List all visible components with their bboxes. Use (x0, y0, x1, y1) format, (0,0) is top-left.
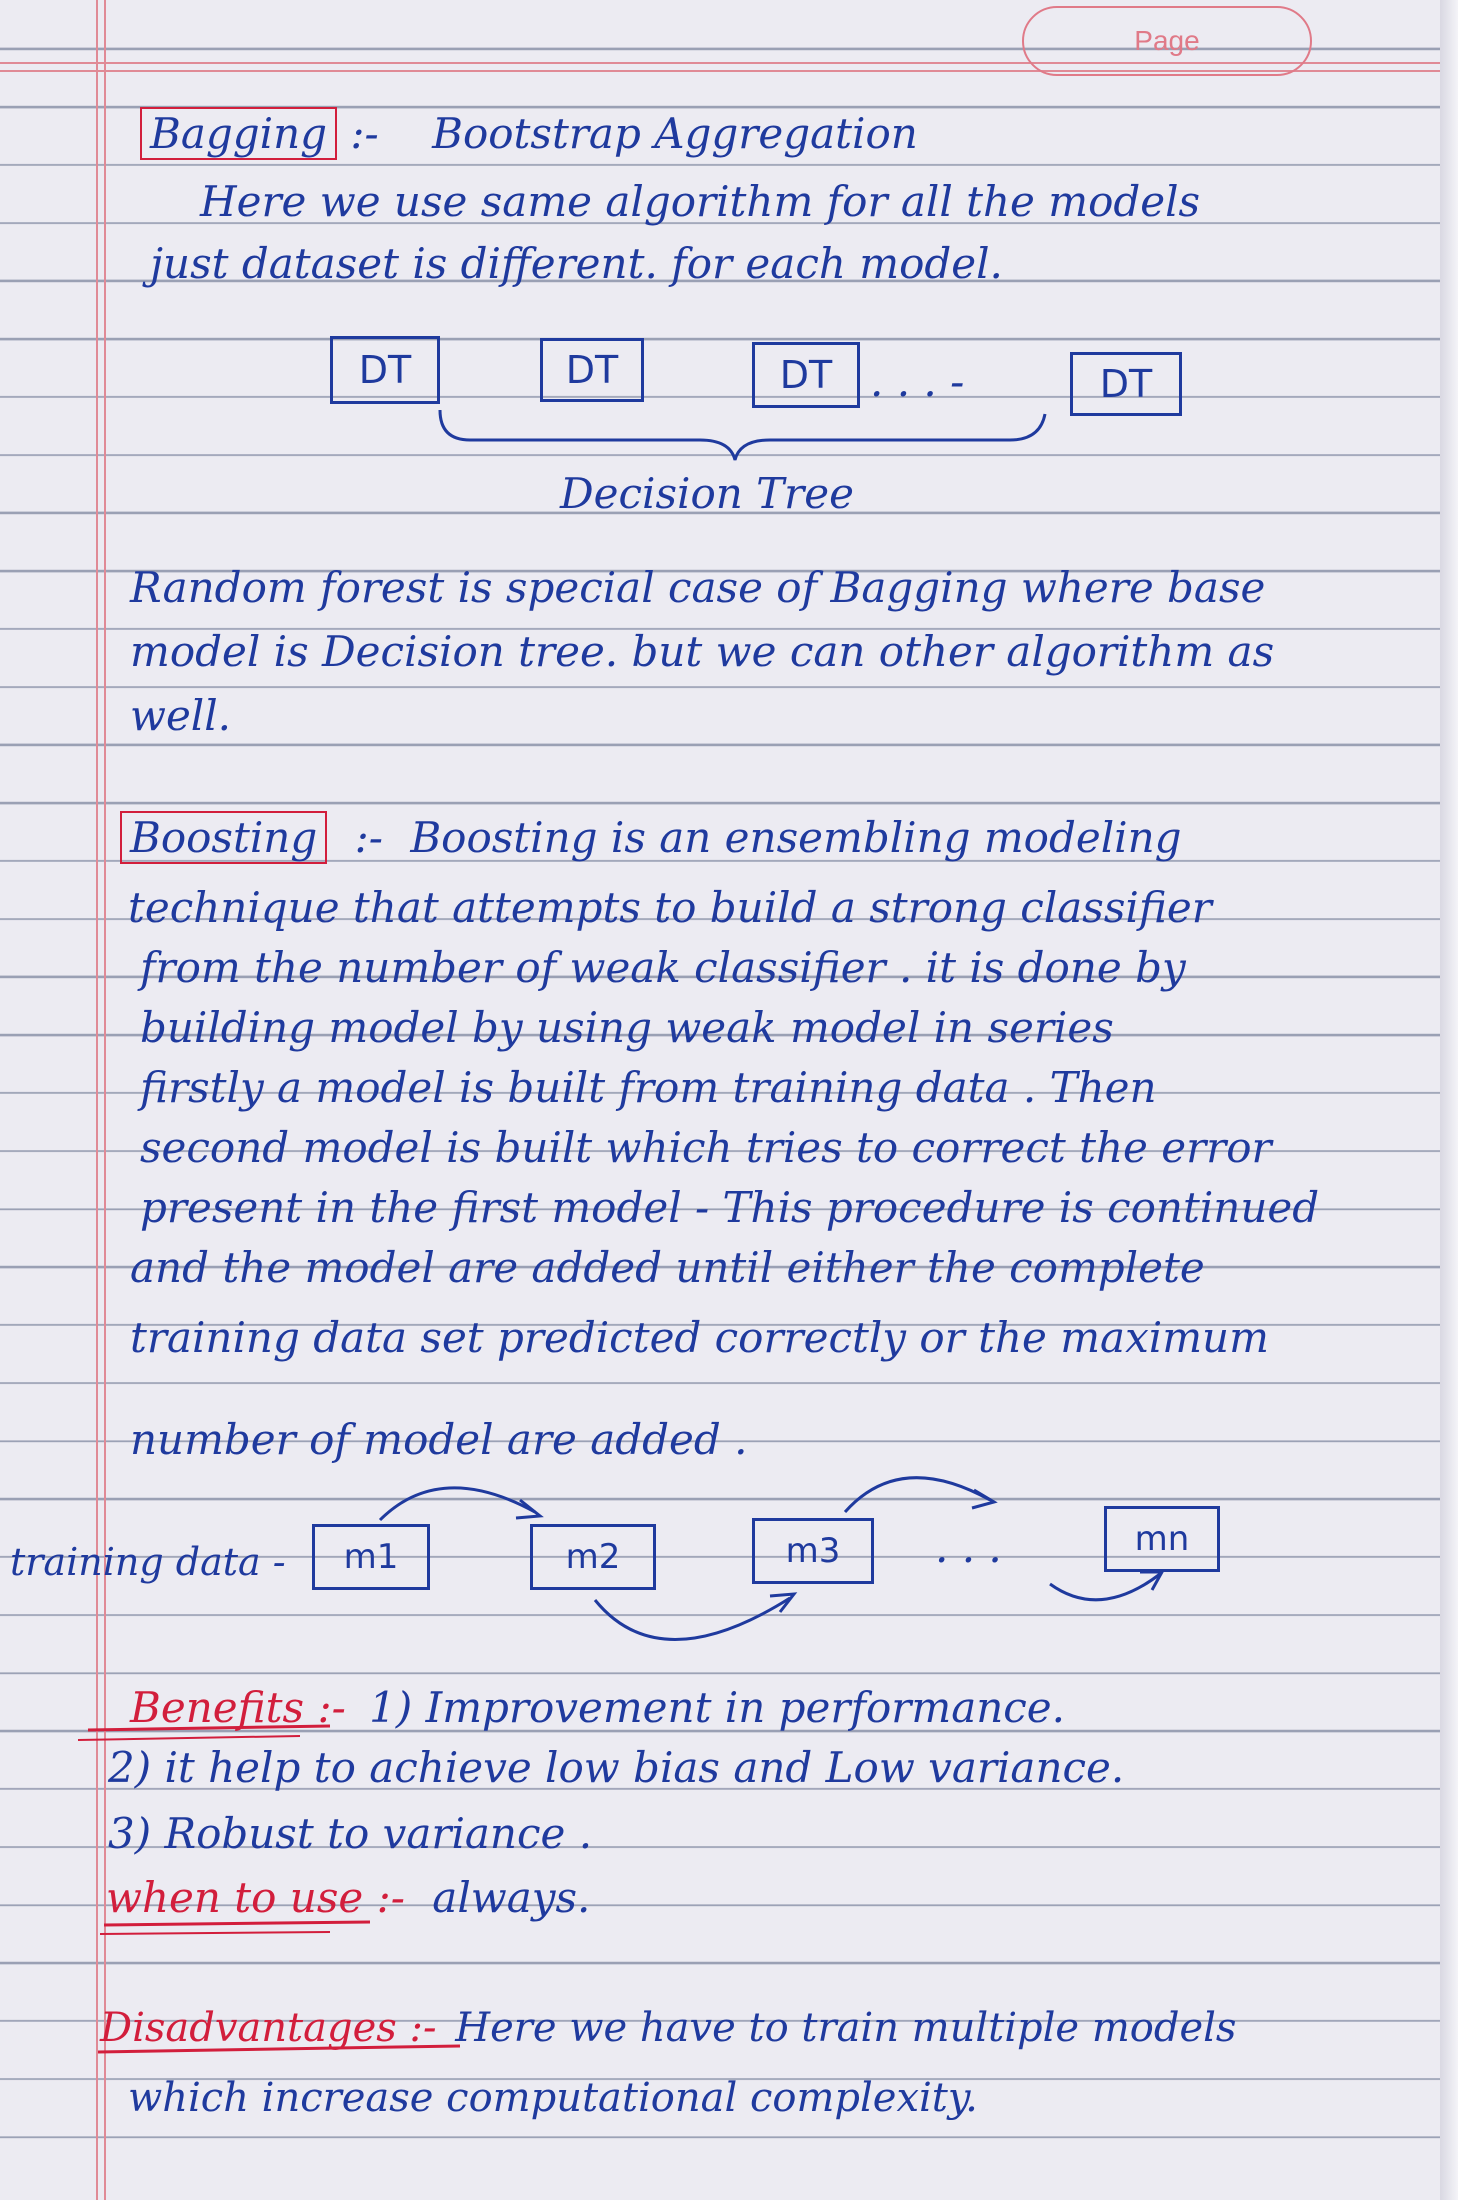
bagging-sep: :- (350, 109, 379, 158)
arrow-m3-up (843, 1476, 991, 1513)
when-to-use-line: when to use :- always. (106, 1870, 590, 1926)
boosting-line-2: from the number of weak classifier . it … (140, 943, 1186, 992)
bagging-line-2: just dataset is different. for each mode… (150, 239, 1003, 288)
model-box-m3: m3 (752, 1518, 874, 1584)
margin-line (104, 0, 106, 2200)
dt-dots: . . . - (870, 357, 965, 406)
benefits-heading: Benefits (130, 1683, 305, 1732)
when-underline (103, 1920, 371, 1927)
disadvantages-sep: :- (409, 2005, 437, 2051)
boosting-line-6: present in the first model - This proced… (140, 1183, 1320, 1232)
rf-line-3: well. (130, 691, 232, 740)
when-underline-2 (99, 1931, 331, 1935)
boosting-line-3: building model by using weak model in se… (140, 1003, 1114, 1052)
arrowhead-m3-up (971, 1488, 998, 1510)
when-to-use-heading: when to use (106, 1873, 364, 1922)
boosting-first-line: Boosting is an ensembling modeling (410, 813, 1182, 862)
rf-line-2: model is Decision tree. but we can other… (130, 627, 1275, 676)
when-to-use-sep: :- (376, 1873, 405, 1922)
disadvantages-heading: Disadvantages (100, 2005, 397, 2051)
bagging-heading-line: Bagging :- Bootstrap Aggregation (140, 106, 918, 162)
arrowhead-m2-m3 (769, 1592, 798, 1613)
benefits-item-2: 2) it help to achieve low bias and Low v… (108, 1743, 1125, 1792)
dt-box-4: DT (1070, 352, 1182, 416)
arrowhead-to-mn (1140, 1570, 1165, 1591)
arrow-to-mn (1049, 1572, 1161, 1602)
rf-line-1: Random forest is special case of Bagging… (130, 563, 1266, 612)
bagging-line-1: Here we use same algorithm for all the m… (200, 177, 1201, 226)
top-rule (0, 62, 1440, 64)
boosting-heading: Boosting (120, 811, 328, 864)
boosting-line-1: technique that attempts to build a stron… (128, 883, 1212, 932)
boosting-line-9: number of model are added . (130, 1415, 748, 1464)
benefits-item-1: 1) Improvement in performance. (369, 1683, 1066, 1732)
brace (438, 409, 1047, 461)
disadvantages-text-2: which increase computational complexity. (128, 2075, 978, 2121)
benefits-sep: :- (317, 1683, 346, 1732)
disadv-underline (97, 2044, 461, 2054)
bagging-heading: Bagging (140, 107, 338, 160)
boosting-line-4: firstly a model is built from training d… (140, 1063, 1157, 1112)
boosting-sep: :- (354, 813, 383, 862)
margin-line (96, 0, 98, 2200)
bagging-subtitle: Bootstrap Aggregation (432, 109, 918, 158)
training-data-label: training data - (10, 1540, 286, 1584)
benefits-item-3: 3) Robust to variance . (108, 1809, 593, 1858)
boosting-line-8: training data set predicted correctly or… (130, 1313, 1269, 1362)
benefits-line-1: Benefits :- 1) Improvement in performanc… (130, 1680, 1065, 1736)
model-box-m1: m1 (312, 1524, 430, 1590)
benefits-underline (87, 1724, 331, 1732)
model-box-m2: m2 (530, 1524, 656, 1590)
benefits-underline-2 (77, 1735, 301, 1741)
dt-box-1: DT (330, 336, 440, 404)
boosting-line-7: and the model are added until either the… (130, 1243, 1205, 1292)
top-rule (0, 70, 1440, 72)
dt-box-3: DT (752, 342, 860, 408)
when-to-use-value: always. (432, 1873, 591, 1922)
arrowhead-m1-m2 (515, 1498, 544, 1520)
brace-label: Decision Tree (560, 469, 854, 518)
model-dots: . . . (935, 1523, 1002, 1572)
page-label: Page (1022, 6, 1312, 76)
boosting-line-5: second model is built which tries to cor… (140, 1123, 1272, 1172)
arrow-m1-m2 (378, 1486, 536, 1522)
boosting-heading-line: Boosting :- Boosting is an ensembling mo… (120, 810, 1182, 866)
model-box-mn: mn (1104, 1506, 1220, 1572)
arrow-m2-m3 (593, 1596, 791, 1641)
disadvantages-text-1: Here we have to train multiple models (455, 2005, 1237, 2051)
dt-box-2: DT (540, 338, 644, 402)
disadvantages-line-1: Disadvantages :- Here we have to train m… (100, 2000, 1236, 2056)
